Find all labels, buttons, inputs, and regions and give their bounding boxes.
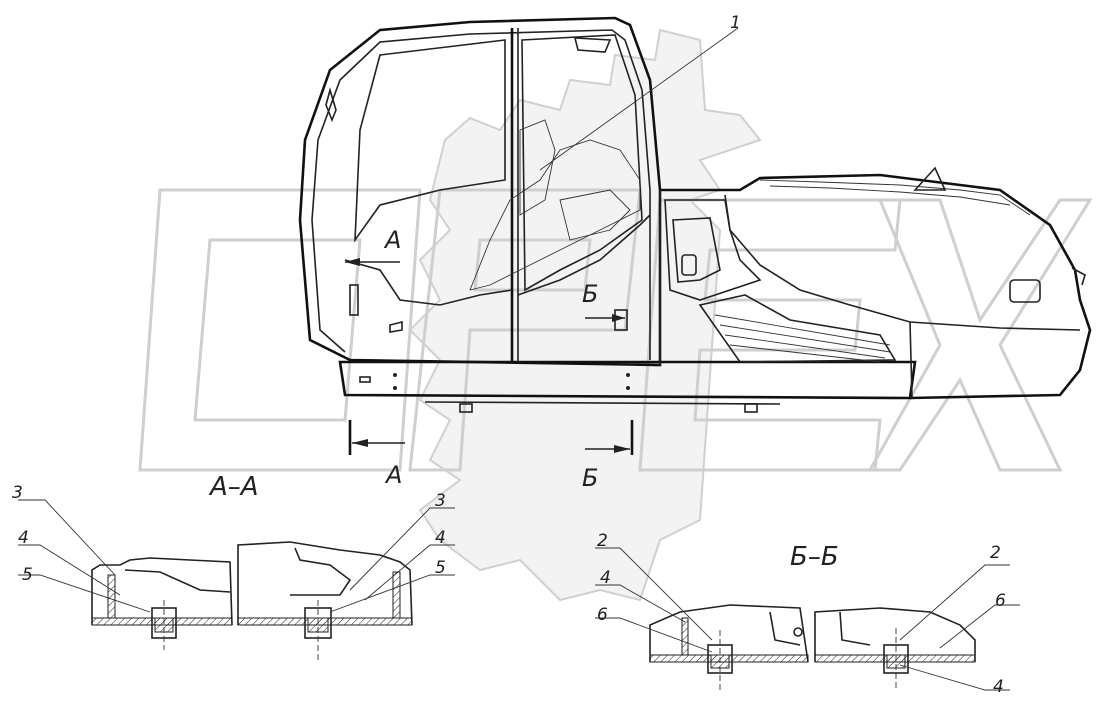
front-window: [354, 39, 506, 243]
cab-assembly: [298, 16, 1092, 455]
callout-bb-6r: 6: [995, 591, 1006, 611]
hood-vent: [1009, 279, 1041, 303]
watermark-gear: [408, 28, 762, 602]
leader-1: [539, 27, 739, 171]
section-bb: [595, 547, 1020, 691]
callout-aa-4r: 4: [435, 528, 446, 548]
callout-aa-5r: 5: [435, 558, 446, 578]
section-mark-b-lower: Б: [582, 464, 598, 492]
aa-left-profile: [91, 557, 233, 626]
callout-bb-2: 2: [597, 531, 608, 551]
callout-aa-3: 3: [12, 483, 23, 503]
bb-right-profile: [814, 607, 976, 662]
cab-frame-outer: [298, 16, 662, 367]
section-mark-a-lower: А: [384, 461, 402, 489]
section-line-a: [348, 420, 405, 455]
section-title-aa: А–А: [208, 472, 259, 502]
aa-right-profile: [237, 541, 413, 626]
section-line-b: [585, 420, 634, 455]
section-title-bb: Б–Б: [790, 542, 839, 572]
door-window: [521, 34, 643, 292]
side-panel: [664, 199, 762, 301]
upper-arrow-b: [585, 314, 625, 322]
upper-arrow-a: [345, 258, 400, 266]
section-mark-b-upper: Б: [582, 280, 598, 308]
side-grille: [698, 294, 897, 363]
callout-bb-4: 4: [600, 568, 611, 588]
watermark: [138, 28, 1093, 602]
callout-bb-4r: 4: [993, 677, 1004, 697]
callout-bb-2r: 2: [990, 543, 1001, 563]
callout-aa-5: 5: [22, 565, 33, 585]
section-aa: [18, 499, 455, 660]
callout-aa-4: 4: [18, 528, 29, 548]
operator-seat: [469, 139, 641, 291]
callout-1: 1: [730, 13, 741, 33]
callout-aa-3r: 3: [435, 491, 446, 511]
section-mark-a-upper: А: [383, 226, 401, 254]
door-lower-curve: [344, 214, 651, 306]
exhaust-tip: [913, 166, 947, 191]
engine-hood: [660, 173, 1092, 400]
bb-left-profile: [649, 604, 809, 663]
door-handle-left: [349, 284, 359, 316]
labels: 1 А Б А Б А–А Б–Б 3 4 5 3 4 5 2 4 6 2 6 …: [12, 13, 1006, 697]
cab-frame-inner: [311, 29, 651, 360]
callout-bb-6: 6: [597, 605, 608, 625]
